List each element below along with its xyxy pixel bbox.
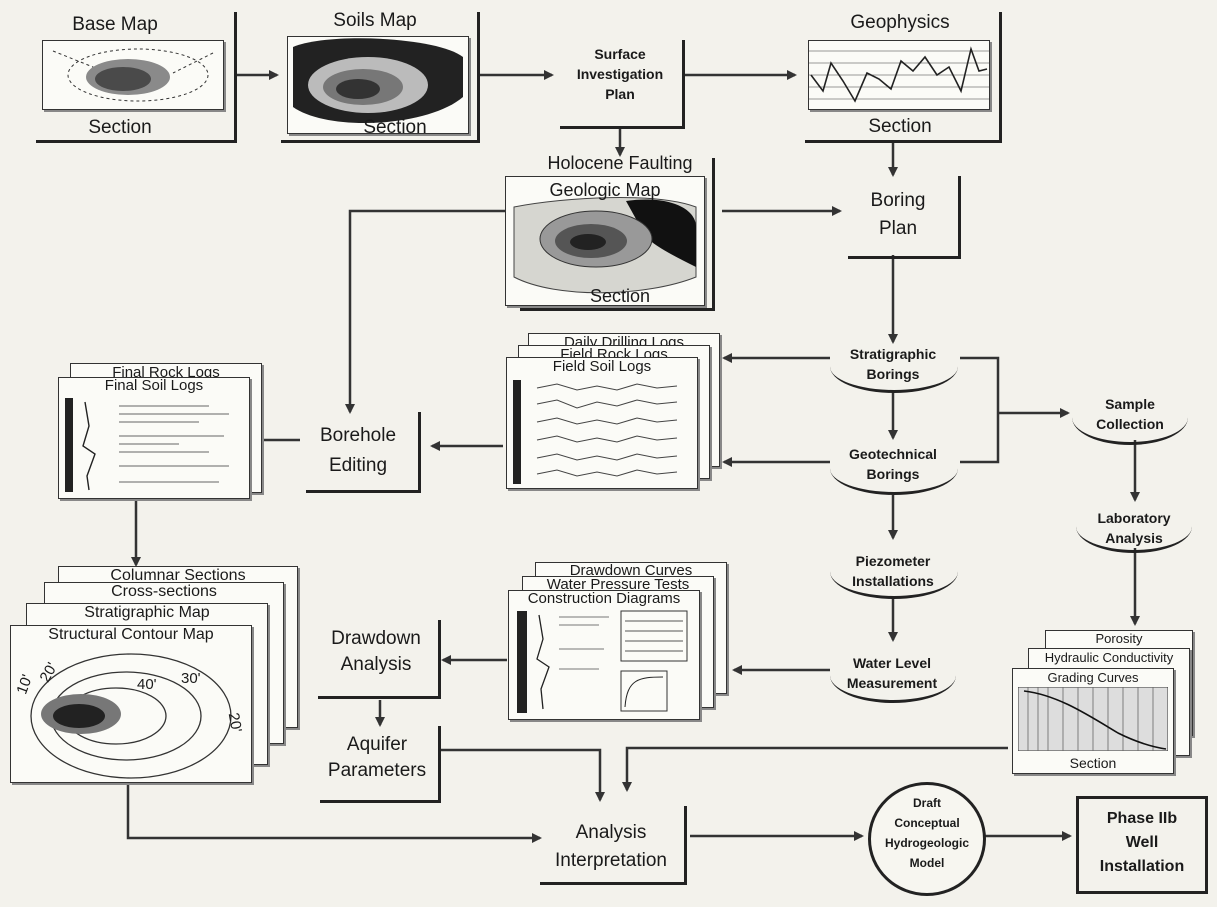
grading-curve-chart — [1018, 687, 1168, 751]
geologic-map-sketch — [513, 197, 697, 294]
geophysics-trace — [809, 46, 989, 103]
soil-log-sketch — [513, 380, 678, 484]
analysis-interpretation-node — [540, 806, 687, 885]
phase-iib-line3: Installation — [1099, 858, 1185, 875]
soils-map-title: Soils Map — [333, 10, 417, 31]
soils-map-node — [281, 12, 480, 143]
borehole-editing-line1: Borehole — [319, 425, 397, 446]
arrow-porosity-to-analysis — [622, 746, 1008, 792]
drawdown-analysis-line2: Analysis — [340, 654, 412, 675]
construction-diagrams-card: Construction Diagrams — [508, 590, 700, 720]
geotechnical-borings-line1: Geotechnical — [849, 446, 937, 462]
draft-model-line1: Draft — [912, 796, 941, 810]
geophysics-caption: Section — [868, 116, 932, 137]
aquifer-parameters-line1: Aquifer — [346, 734, 408, 755]
field-soil-logs-title: Field Soil Logs — [552, 358, 652, 375]
arrow-aquifer-to-analysis — [440, 748, 605, 802]
laboratory-analysis-node — [1076, 500, 1192, 553]
water-level-line2: Measurement — [846, 675, 938, 691]
draft-model-line2: Conceptual — [894, 816, 960, 830]
final-soil-logs-title: Final Soil Logs — [104, 377, 204, 394]
base-map-title: Base Map — [72, 14, 158, 35]
geologic-map-subtitle: Geologic Map — [549, 180, 661, 200]
final-log-sketch — [65, 398, 229, 492]
draft-model-node — [868, 782, 986, 896]
sample-collection-line1: Sample — [1105, 396, 1155, 412]
water-level-node — [830, 648, 956, 703]
draft-model-line4: Model — [909, 856, 945, 870]
water-pressure-tests-title: Water Pressure Tests — [546, 576, 690, 593]
soils-map-thumbnail — [287, 36, 469, 134]
contour-label-5: 20' — [224, 711, 245, 734]
geologic-map-thumbnail — [505, 176, 705, 306]
drawdown-analysis-line1: Drawdown — [331, 628, 421, 649]
drawdown-curves-title: Drawdown Curves — [569, 562, 693, 579]
boring-plan-line1: Boring — [870, 190, 926, 211]
arrow-maps-to-analysis — [126, 780, 542, 843]
holocene-node — [520, 158, 715, 311]
phase-iib-line2: Well — [1125, 834, 1159, 851]
surface-plan-line1: Surface — [594, 46, 646, 62]
construction-diagrams-title: Construction Diagrams — [527, 590, 681, 607]
columnar-sections-title: Columnar Sections — [110, 567, 246, 584]
structural-contour-map-card: Structural Contour Map 10' 20' 40' 30' 2… — [10, 625, 252, 783]
surface-plan-node — [560, 40, 685, 129]
boring-plan-line2: Plan — [878, 218, 918, 239]
field-soil-logs-card: Field Soil Logs — [506, 357, 698, 489]
soils-map-sketch — [293, 38, 463, 124]
piezometer-node — [830, 544, 958, 599]
geologic-map-caption: Section — [589, 286, 651, 306]
sample-collection-node — [1072, 390, 1188, 445]
contour-label-4: 30' — [181, 670, 201, 687]
base-map-node — [36, 12, 237, 143]
boring-plan-node — [848, 176, 961, 259]
contour-map-sketch — [30, 653, 232, 779]
aquifer-parameters-line2: Parameters — [327, 760, 427, 781]
construction-sketch — [517, 610, 688, 713]
porosity-title: Porosity — [1095, 631, 1143, 646]
grading-curves-caption: Section — [1069, 755, 1117, 771]
draft-model-line3: Hydrogeologic — [884, 836, 969, 850]
analysis-line2: Interpretation — [555, 850, 667, 871]
holocene-title: Holocene Faulting — [547, 153, 693, 173]
base-map-sketch — [52, 48, 214, 102]
stratigraphic-borings-node — [830, 340, 958, 393]
final-rock-logs-title: Final Rock Logs — [112, 364, 220, 381]
structural-contour-map-title: Structural Contour Map — [48, 626, 214, 643]
aquifer-parameters-node — [320, 726, 441, 803]
drawdown-analysis-node — [318, 620, 441, 699]
strat-geotech-bracket — [960, 356, 1000, 464]
stratigraphic-borings-line1: Stratigraphic — [849, 346, 937, 362]
borehole-editing-line2: Editing — [328, 455, 388, 476]
geophysics-node — [805, 12, 1002, 143]
stratigraphic-borings-line2: Borings — [866, 366, 920, 382]
soils-map-caption: Section — [363, 117, 427, 138]
base-map-thumbnail — [42, 40, 224, 110]
laboratory-analysis-line2: Analysis — [1105, 530, 1163, 546]
grading-curves-card: Grading Curves Section — [1012, 668, 1174, 774]
phase-iib-line1: Phase IIb — [1106, 810, 1178, 827]
analysis-line1: Analysis — [575, 822, 647, 843]
grading-curves-title: Grading Curves — [1047, 670, 1139, 685]
phase-iib-node — [1076, 796, 1208, 894]
cross-sections-title: Cross-sections — [111, 583, 217, 600]
geotechnical-borings-line2: Borings — [866, 466, 920, 482]
laboratory-analysis-line1: Laboratory — [1097, 510, 1171, 526]
hydraulic-conductivity-title: Hydraulic Conductivity — [1044, 650, 1174, 665]
surface-plan-line3: Plan — [605, 86, 635, 102]
stratigraphic-map-title: Stratigraphic Map — [84, 604, 210, 621]
base-map-caption: Section — [88, 117, 152, 138]
final-soil-logs-card: Final Soil Logs — [58, 377, 250, 499]
surface-plan-line2: Investigation — [576, 66, 664, 82]
arrow-holocene-to-borehole — [345, 209, 505, 414]
sample-collection-line2: Collection — [1096, 416, 1164, 432]
geophysics-title: Geophysics — [850, 12, 950, 33]
piezometer-line1: Piezometer — [855, 553, 931, 569]
geophysics-thumbnail — [808, 40, 990, 110]
contour-label-3: 40' — [137, 676, 157, 693]
water-level-line1: Water Level — [852, 655, 932, 671]
piezometer-line2: Installations — [852, 573, 934, 589]
borehole-editing-node — [306, 412, 421, 493]
geotechnical-borings-node — [830, 442, 958, 495]
